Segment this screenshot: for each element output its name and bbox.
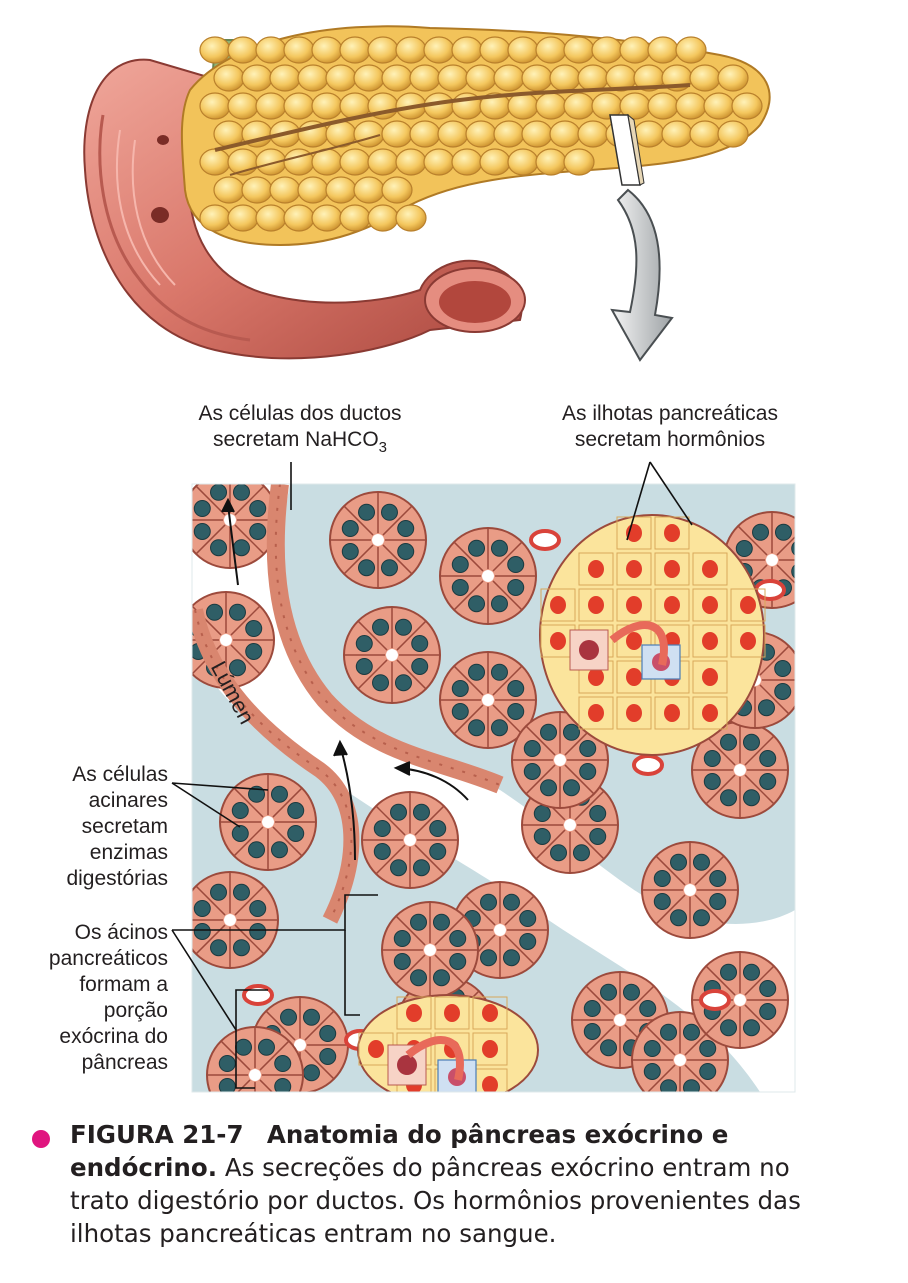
acini-label: Os ácinos pancreáticos formam a porção e… (48, 921, 168, 1074)
acinus (219, 773, 317, 871)
figure-title: Anatomia do pâncreas exócrino e endócrin… (70, 1120, 729, 1182)
acinus (361, 791, 459, 889)
acinus (641, 841, 739, 939)
flow-arrows (221, 497, 469, 861)
acinus (439, 527, 537, 625)
acinus (192, 484, 279, 569)
pancreatic-islet (357, 994, 539, 1092)
zoom-arrow (610, 188, 674, 362)
pancreatic-islet (539, 514, 766, 756)
acinar-cells-label: As células acinares secretam enzimas dig… (66, 763, 168, 890)
pancreas-lobule (381, 176, 413, 204)
islets-label: As ilhotas pancreáticas secretam hormôni… (562, 402, 778, 451)
acinus (206, 1026, 304, 1092)
pancreas-lobule (731, 92, 763, 120)
histology-section (171, 461, 796, 1093)
acinus (439, 651, 537, 749)
figure-description: As secreções do pâncreas exócrino entram… (70, 1153, 801, 1248)
section-marker (609, 113, 645, 186)
leader-lines (171, 461, 693, 1089)
pancreas-lobule (717, 120, 749, 148)
ducts-label: As células dos ductos secretam NaHCO3 (198, 402, 402, 456)
figure-caption: FIGURA 21-7 Anatomia do pâncreas exócrin… (70, 1118, 850, 1250)
acinus (192, 871, 279, 969)
figure-number: FIGURA 21-7 (70, 1120, 244, 1149)
pancreas-duodenum-illustration (83, 25, 771, 362)
pancreas-lobule (395, 204, 427, 232)
capillary (529, 529, 561, 551)
pancreas-lobule (563, 148, 595, 176)
pancreas-lobule (675, 36, 707, 64)
acinus (329, 491, 427, 589)
capillary (242, 984, 274, 1006)
pancreas-lobule (717, 64, 749, 92)
capillary (632, 754, 664, 776)
caption-bullet (32, 1130, 50, 1148)
capillary (699, 989, 731, 1011)
acinus (381, 901, 479, 999)
acinus (343, 606, 441, 704)
capillary (754, 579, 786, 601)
pancreas (180, 25, 771, 247)
